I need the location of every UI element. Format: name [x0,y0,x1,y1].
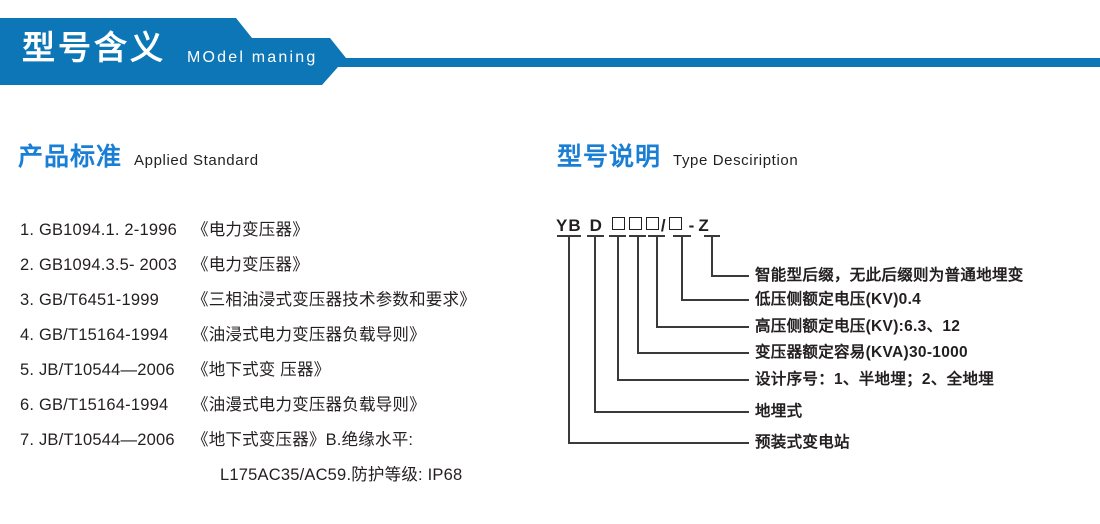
standards-list: 1. GB1094.1. 2-1996 《电力变压器》 2. GB1094.3.… [20,216,550,496]
description-label-hv-voltage: 高压侧额定电压(KV):6.3、12 [755,318,961,335]
list-item: 1. GB1094.1. 2-1996 《电力变压器》 [20,216,550,251]
list-item: 4. GB/T15164-1994 《油浸式电力变压器负载导则》 [20,321,550,356]
section-heading-type-description: 型号说明 Type Desciription [557,140,798,178]
section-heading-en: Applied Standard [134,152,259,169]
standard-code: 1. GB1094.1. 2-1996 [20,221,177,239]
list-item: 7. JB/T10544—2006 《地下式变压器》B.绝缘水平: [20,426,550,461]
list-item: 6. GB/T15164-1994 《油漫式电力变压器负载导则》 [20,391,550,426]
code-segment-z: Z [698,216,710,235]
code-segment-yb: YB [556,216,582,235]
banner-title-en: MOdel maning [187,49,318,66]
standard-name: 《油浸式电力变压器负载导则》 [192,326,426,344]
standard-code: 6. GB/T15164-1994 [20,396,169,414]
standard-continuation-line: L175AC35/AC59.防护等级: IP68 [220,466,463,484]
code-segment-box-3 [645,217,659,230]
description-label-lv-voltage: 低压侧额定电压(KV)0.4 [755,291,922,308]
code-segment-dash: - [688,216,696,235]
type-code-string: YB D / -Z [556,216,710,236]
standard-name: 《油漫式电力变压器负载导则》 [192,396,426,414]
section-heading-en: Type Desciription [673,152,799,169]
list-item: 2. GB1094.3.5- 2003 《电力变压器》 [20,251,550,286]
standard-code: 3. GB/T6451-1999 [20,291,159,309]
description-label-suffix: 智能型后缀，无此后缀则为普通地埋变 [755,267,1024,284]
standard-name: 《电力变压器》 [192,256,309,274]
code-segment-box-2 [628,217,642,230]
section-heading-cn: 产品标准 [18,143,123,171]
standard-name: 《三相油浸式变压器技术参数和要求》 [192,291,476,309]
code-segment-box-1 [611,217,625,230]
description-label-design-serial: 设计序号：1、半地埋；2、全地埋 [755,371,995,388]
section-heading-cn: 型号说明 [557,143,662,171]
code-segment-slash: / [660,216,667,235]
list-item: 3. GB/T6451-1999 《三相油浸式变压器技术参数和要求》 [20,286,550,321]
standard-name: 《地下式变 压器》 [192,361,331,379]
description-label-capacity: 变压器额定容易(KVA)30-1000 [755,344,968,361]
code-segment-d: D [589,216,603,235]
description-label-substation: 预装式变电站 [755,434,850,451]
standard-code: 4. GB/T15164-1994 [20,326,169,344]
section-heading-applied-standard: 产品标准 Applied Standard [18,140,259,178]
description-label-buried-type: 地埋式 [755,403,803,420]
standard-name: 《电力变压器》 [192,221,309,239]
banner-shape [0,18,1100,85]
standard-code: 5. JB/T10544—2006 [20,361,175,379]
page-header-banner: 型号含义 MOdel maning [0,0,1100,95]
list-item: 5. JB/T10544—2006 《地下式变 压器》 [20,356,550,391]
standard-code: 7. JB/T10544—2006 [20,431,175,449]
standard-name: 《地下式变压器》B.绝缘水平: [192,431,414,449]
standard-code: 2. GB1094.3.5- 2003 [20,256,177,274]
code-segment-box-4 [668,217,682,230]
banner-title-cn: 型号含义 [22,29,166,66]
